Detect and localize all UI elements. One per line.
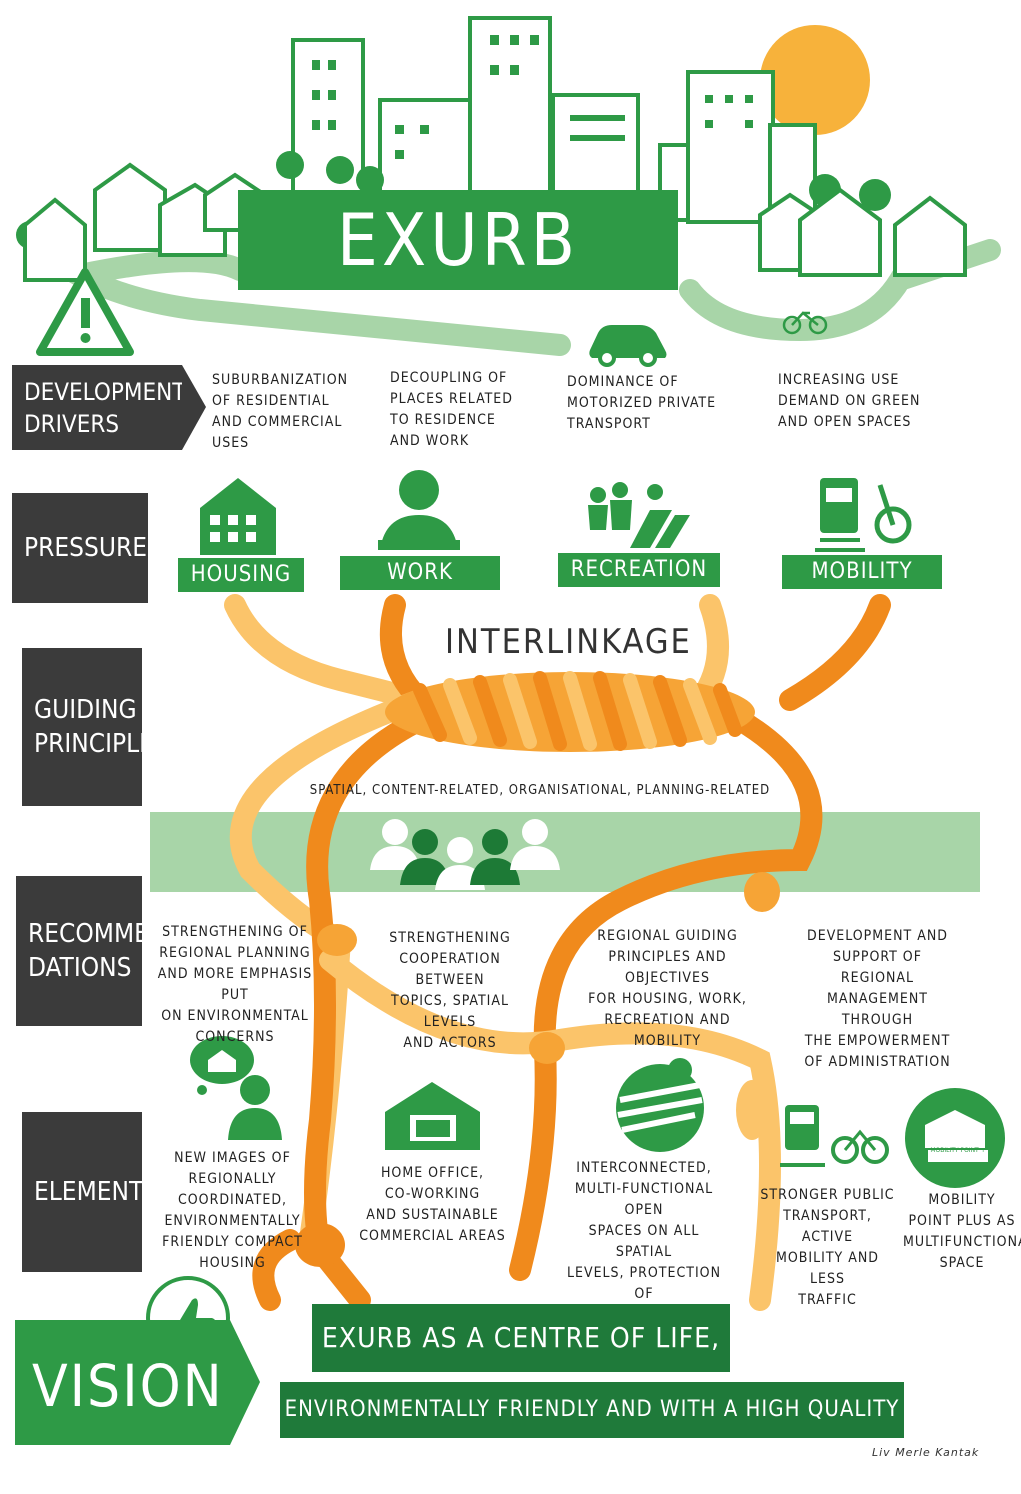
rope-knot (224, 594, 891, 1311)
train-bike-icon-small (780, 1105, 889, 1167)
driver-text: INCREASING USE DEMAND ON GREEN AND OPEN … (778, 372, 921, 430)
recommendation-text: STRENGTHENING OF REGIONAL PLANNING AND M… (157, 924, 313, 1045)
element-text: NEW IMAGES OF REGIONALLY COORDINATED, EN… (162, 1150, 303, 1271)
label-arrow (182, 365, 206, 450)
building-windows (312, 35, 753, 159)
mobility-point-icon (905, 1088, 1005, 1188)
element-text: INTERCONNECTED, MULTI-FUNCTIONAL OPEN SP… (567, 1160, 721, 1323)
fields-icon (616, 1058, 704, 1152)
driver-text: SUBURBANIZATION OF RESIDENTIAL AND COMME… (212, 372, 349, 451)
vision-line-2: ENVIRONMENTALLY FRIENDLY AND WITH A HIGH… (280, 1382, 904, 1478)
label-elements: ELEMENTS (22, 1112, 158, 1272)
label-guiding-principle: GUIDING PRINCIPLE (22, 648, 154, 806)
recommendation-text: STRENGTHENING COOPERATION BETWEEN TOPICS… (389, 930, 511, 1051)
small-knots (295, 872, 780, 1267)
pressure-work: WORK (340, 556, 500, 590)
label-pressures: PRESSURES (12, 493, 162, 603)
vision-arrow (230, 1320, 260, 1445)
driver-text: DECOUPLING OF PLACES RELATED TO RESIDENC… (390, 370, 513, 449)
interlinkage-heading: INTERLINKAGE (445, 622, 692, 662)
page-title: EXURB (336, 198, 580, 282)
element-text: MOBILITY POINT PLUS AS MULTIFUNCTIONAL S… (903, 1192, 1021, 1271)
title-banner: EXURB (238, 190, 678, 290)
people-group-icon (370, 819, 560, 890)
sun-icon (760, 25, 870, 135)
pressure-recreation: RECREATION (558, 553, 720, 587)
element-text: HOME OFFICE, CO-WORKING AND SUSTAINABLE … (359, 1165, 506, 1244)
thought-house-icon (190, 1036, 282, 1140)
road-shape-right (679, 239, 1001, 342)
vision-label-box (15, 1320, 230, 1445)
houses-right (758, 187, 967, 277)
house-icon (200, 478, 276, 555)
recommendation-text: DEVELOPMENT AND SUPPORT OF REGIONAL MANA… (804, 928, 951, 1070)
warning-icon (36, 268, 134, 356)
label-recommendations: RECOMMEN- DATIONS (16, 876, 175, 1026)
driver-text: DOMINANCE OF MOTORIZED PRIVATE TRANSPORT (567, 374, 717, 432)
worker-icon (378, 470, 460, 550)
train-bike-icon (815, 478, 912, 552)
vision-line-1: EXURB AS A CENTRE OF LIFE, (312, 1304, 730, 1372)
pressure-mobility: MOBILITY (782, 555, 942, 589)
interlinkage-types: SPATIAL, CONTENT-RELATED, ORGANISATIONAL… (309, 783, 771, 798)
mobility-point-sign: MOBILITY POINT + (930, 1147, 986, 1154)
vision-label: VISION (32, 1352, 224, 1420)
car-icon (589, 325, 667, 367)
home-office-icon (385, 1082, 480, 1150)
label-development-drivers: DEVELOPMENT DRIVERS (12, 365, 185, 450)
recommendation-text: REGIONAL GUIDING PRINCIPLES AND OBJECTIV… (588, 928, 747, 1049)
element-text: STRONGER PUBLIC TRANSPORT, ACTIVE MOBILI… (760, 1187, 895, 1308)
bicycle-icon (782, 311, 828, 335)
pressure-housing: HOUSING (178, 558, 304, 592)
signature: Liv Merle Kantak (872, 1446, 980, 1459)
knot-coil (385, 671, 755, 752)
family-icon (588, 482, 690, 548)
